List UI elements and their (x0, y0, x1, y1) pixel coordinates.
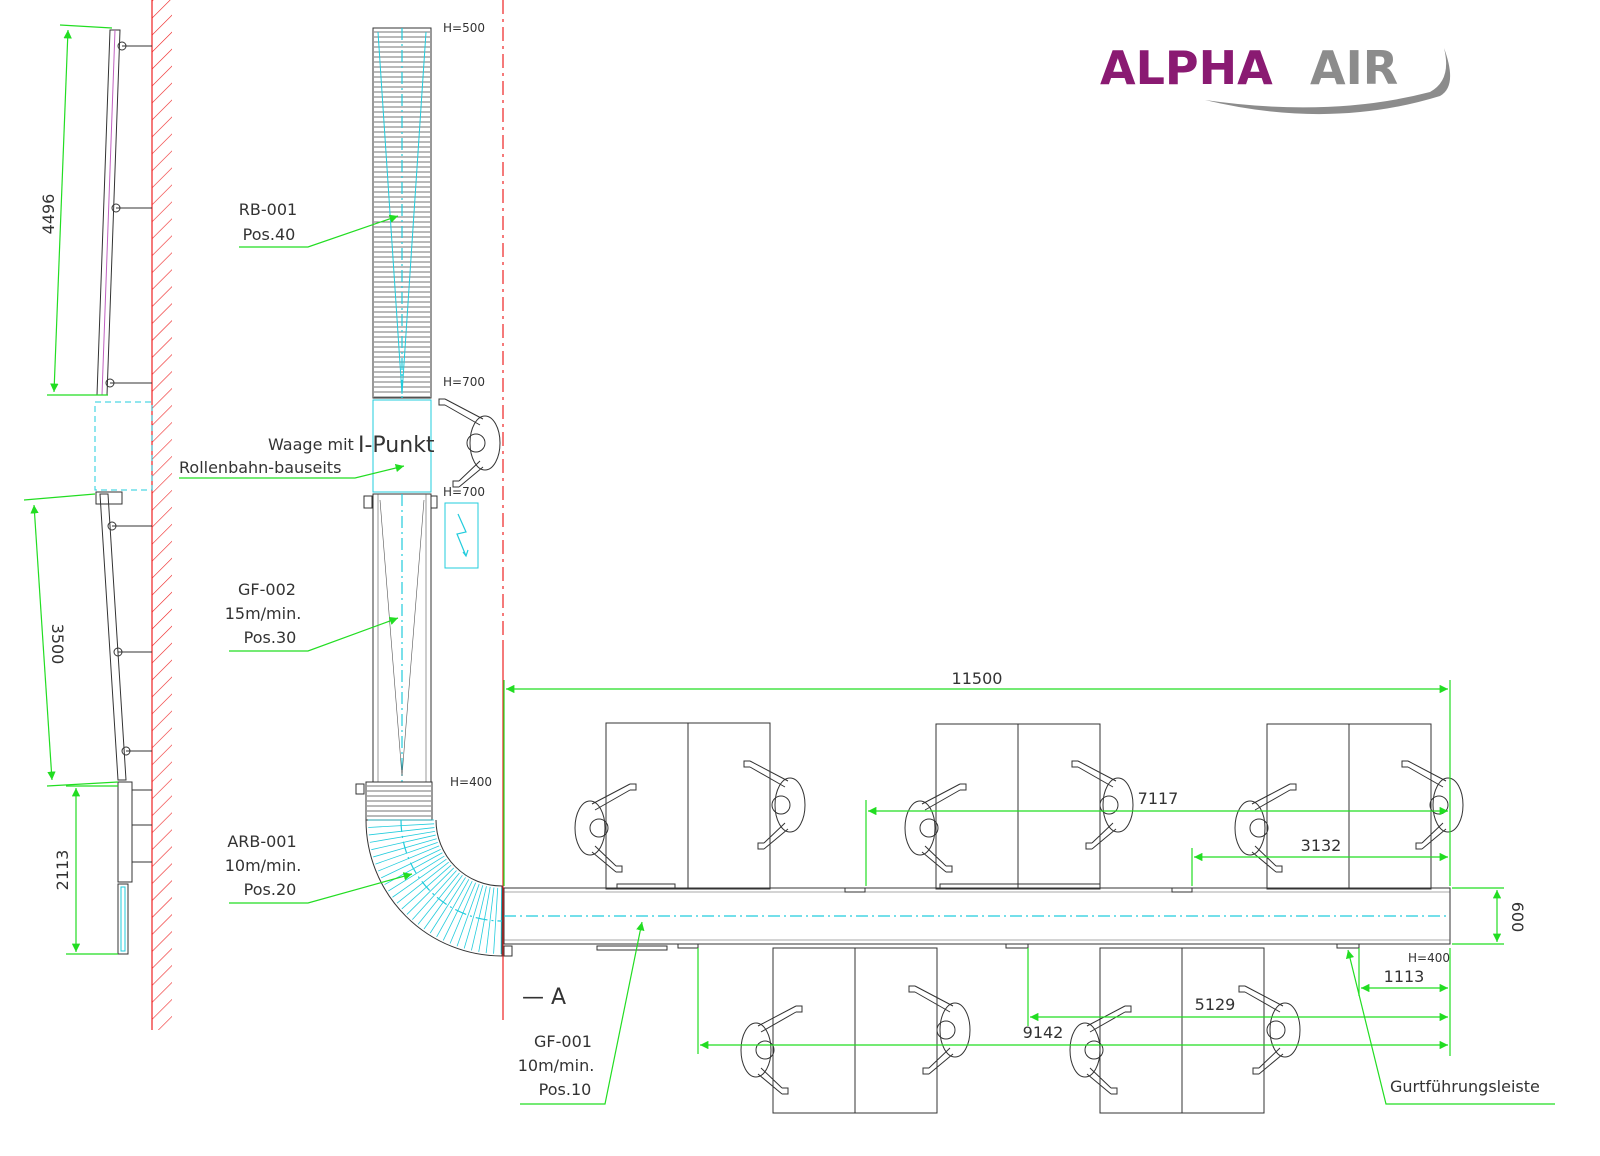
plan-dimensions (503, 680, 1504, 1056)
label-gf002-pos: Pos.30 (244, 628, 297, 647)
curve-conveyor-arb001 (355, 781, 503, 957)
label-arb001-speed: 10m/min. (225, 856, 302, 875)
label-gf001-pos: Pos.10 (539, 1080, 592, 1099)
dim-side-middle: 3500 (48, 624, 67, 665)
dim-1113: 1113 (1384, 967, 1425, 986)
label-gf002: GF-002 (238, 580, 296, 599)
height-h700-top: H=700 (443, 375, 485, 389)
operators (438, 398, 1464, 1095)
company-logo: ALPHA AIR (1100, 41, 1451, 115)
label-gf001-speed: 10m/min. (518, 1056, 595, 1075)
dim-total: 11500 (952, 669, 1003, 688)
section-marker-a: — A (522, 985, 566, 1010)
label-gurtfuehrungsleiste: Gurtführungsleiste (1390, 1077, 1540, 1096)
dim-600: 600 (1508, 902, 1527, 933)
height-h400-belt: H=400 (1408, 951, 1450, 965)
label-gf001: GF-001 (534, 1032, 592, 1051)
dim-side-upper: 4496 (39, 194, 58, 235)
belt-conveyor-gf001 (503, 883, 1451, 957)
height-h700-bottom: H=700 (443, 485, 485, 499)
label-leaders (179, 214, 1555, 1105)
electrical-panel-icon (444, 502, 479, 569)
dim-5129: 5129 (1195, 995, 1236, 1014)
dim-7117: 7117 (1138, 789, 1179, 808)
height-h400-curve: H=400 (450, 775, 492, 789)
side-view: 4496 3500 2113 (23, 24, 153, 955)
wall-left (151, 0, 172, 1030)
work-tables (605, 722, 1432, 1114)
label-i-punkt: I-Punkt (358, 433, 435, 458)
scale-box (372, 399, 432, 493)
logo-text-air: AIR (1310, 41, 1398, 95)
label-arb001: ARB-001 (227, 832, 296, 851)
roller-conveyor-rb001 (372, 27, 432, 399)
label-rb001-pos: Pos.40 (243, 225, 296, 244)
label-arb001-pos: Pos.20 (244, 880, 297, 899)
height-h500: H=500 (443, 21, 485, 35)
dim-side-lower: 2113 (53, 850, 72, 891)
logo-text-alpha: ALPHA (1100, 41, 1273, 95)
dim-3132: 3132 (1301, 836, 1342, 855)
label-gf002-speed: 15m/min. (225, 604, 302, 623)
dim-9142: 9142 (1023, 1023, 1064, 1042)
belt-conveyor-gf002 (363, 493, 438, 783)
label-rb001: RB-001 (239, 200, 297, 219)
label-waage: Waage mit (268, 435, 354, 454)
label-rollenbahn: Rollenbahn-bauseits (179, 458, 341, 477)
